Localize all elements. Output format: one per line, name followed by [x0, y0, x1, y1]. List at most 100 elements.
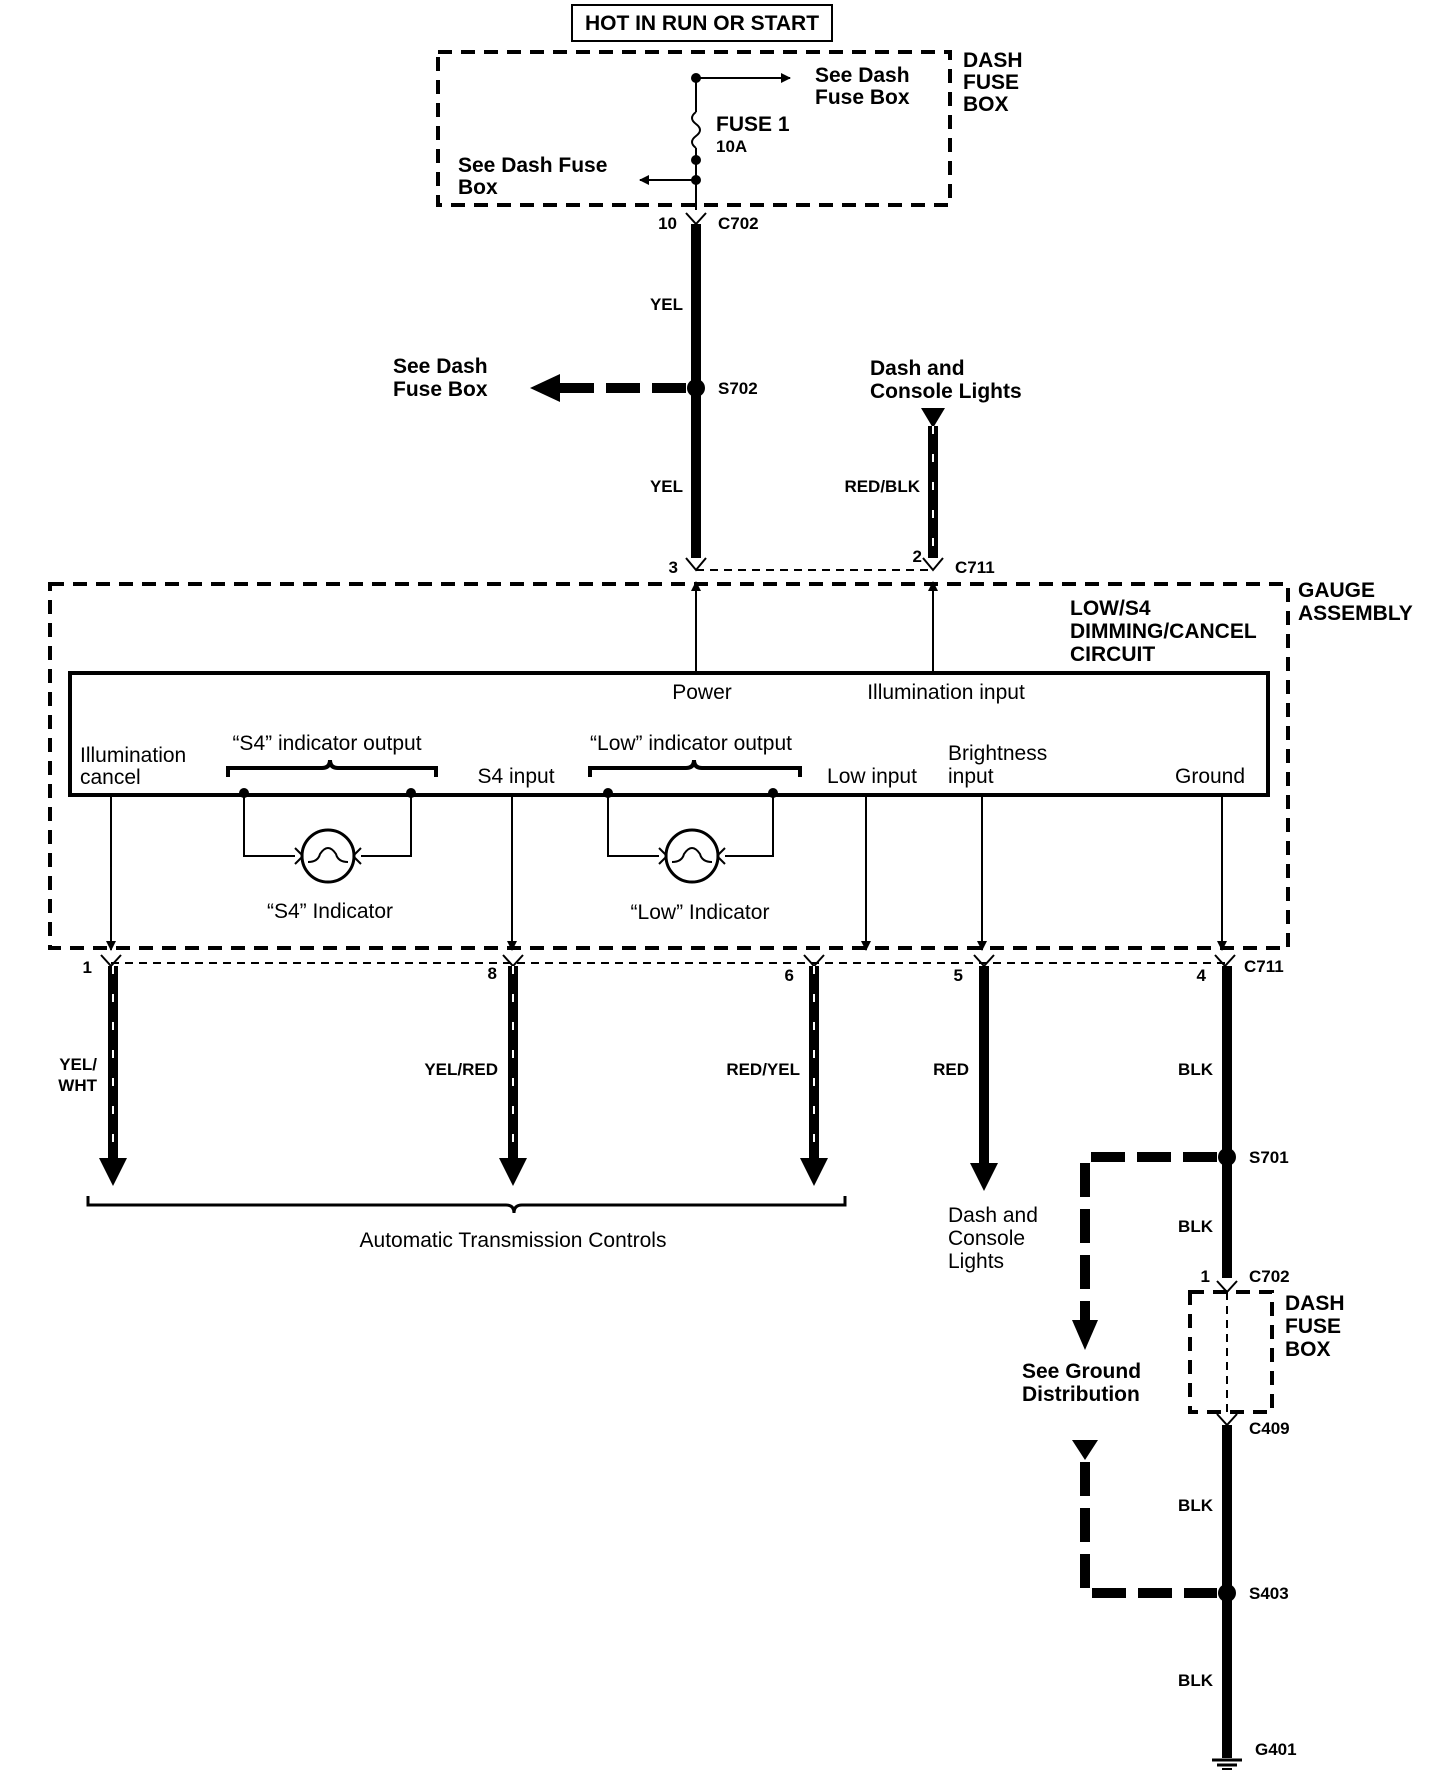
svg-text:cancel: cancel — [80, 766, 141, 789]
fuse-name: FUSE 1 — [716, 113, 790, 136]
dash-fuse-box-label: DASH — [963, 49, 1023, 72]
svg-text:C409: C409 — [1249, 1419, 1290, 1438]
s4-input-wire: YEL/RED — [424, 966, 527, 1186]
svg-text:BLK: BLK — [1178, 1496, 1214, 1515]
ground-wire: BLK S701 BLK 1 C702 DASH FUSE BOX C409 B… — [1178, 966, 1345, 1770]
power-source-header: HOT IN RUN OR START — [571, 4, 833, 42]
svg-text:CIRCUIT: CIRCUIT — [1070, 643, 1155, 666]
svg-text:2: 2 — [913, 547, 922, 566]
svg-text:ASSEMBLY: ASSEMBLY — [1298, 602, 1413, 625]
svg-text:Fuse Box: Fuse Box — [393, 378, 488, 401]
arrow-down-icon — [1072, 1440, 1098, 1460]
s4-indicator-output-label: “S4” indicator output — [232, 732, 421, 755]
svg-text:C702: C702 — [1249, 1267, 1290, 1286]
s4-output-brace — [226, 759, 438, 777]
svg-text:RED/YEL: RED/YEL — [726, 1060, 800, 1079]
svg-text:Lights: Lights — [948, 1250, 1004, 1273]
svg-text:C711: C711 — [955, 558, 995, 577]
arrow-left-icon — [530, 374, 560, 402]
svg-text:C711: C711 — [1244, 957, 1284, 976]
svg-text:WHT: WHT — [58, 1076, 97, 1095]
low-indicator-label: “Low” Indicator — [631, 901, 770, 924]
low-output-brace — [588, 759, 802, 777]
svg-text:Console Lights: Console Lights — [870, 380, 1022, 403]
dimming-cancel-circuit-box — [68, 671, 1270, 797]
s4-indicator-label: “S4” Indicator — [267, 900, 393, 923]
dash-fuse-box-top: DASH FUSE BOX See Dash Fuse Box FUSE 1 1… — [436, 49, 1023, 210]
splice-s701 — [1218, 1148, 1236, 1166]
svg-text:6: 6 — [785, 966, 794, 985]
arrow-down-icon — [99, 1158, 127, 1186]
splice-s702 — [687, 379, 705, 397]
arrow-down-icon — [1072, 1320, 1098, 1350]
fuse-symbol — [691, 111, 701, 149]
see-ground-distribution: See Ground — [1022, 1360, 1141, 1383]
s4-input-label: S4 input — [477, 765, 554, 788]
s4-indicator-lamp-icon — [294, 828, 362, 884]
fuse-rating: 10A — [716, 137, 747, 156]
svg-text:BOX: BOX — [1285, 1338, 1331, 1361]
header-title: HOT IN RUN OR START — [585, 12, 819, 35]
svg-text:5: 5 — [954, 966, 963, 985]
dash-console-lights-top: Dash and — [870, 357, 965, 380]
see-dash-fuse-box-right: See Dash — [815, 64, 910, 87]
illumination-wire: Dash and Console Lights RED/BLK — [844, 357, 1022, 558]
connector-c409 — [1216, 1413, 1238, 1427]
svg-text:YEL: YEL — [650, 477, 683, 496]
svg-text:input: input — [948, 765, 994, 788]
ground-distribution-branches: See Ground Distribution — [1022, 1152, 1217, 1598]
svg-text:Box: Box — [458, 176, 498, 199]
svg-text:Automatic Transmission Contr: Automatic Transmission Controls — [360, 1229, 667, 1252]
connector-c711-top: 3 2 C711 — [669, 547, 995, 577]
connector-c711-bottom: 1 8 6 5 4 C711 — [83, 954, 1284, 985]
svg-text:Console: Console — [948, 1227, 1025, 1250]
connector-c702-top — [685, 212, 707, 226]
gauge-assembly-label: GAUGE — [1298, 579, 1375, 602]
svg-text:10: 10 — [658, 214, 677, 233]
gauge-assembly: GAUGE ASSEMBLY LOW/S4 DIMMING/CANCEL CIR… — [48, 579, 1413, 951]
svg-text:Distribution: Distribution — [1022, 1383, 1140, 1406]
power-wire: 10 C702 YEL S702 YEL — [650, 212, 759, 558]
dash-console-lights-bottom: Dash and — [948, 1204, 1038, 1227]
svg-text:RED/BLK: RED/BLK — [844, 477, 920, 496]
power-terminal-label: Power — [672, 681, 732, 704]
svg-text:3: 3 — [669, 558, 678, 577]
ground-symbol-icon — [1212, 1758, 1242, 1770]
svg-text:BOX: BOX — [963, 93, 1009, 116]
ground-terminal-label: Ground — [1175, 765, 1245, 788]
svg-text:BLK: BLK — [1178, 1217, 1214, 1236]
svg-text:YEL: YEL — [650, 295, 683, 314]
arrow-down-icon — [970, 1163, 998, 1191]
svg-text:YEL/: YEL/ — [59, 1055, 97, 1074]
illumination-cancel-label: Illumination — [80, 744, 186, 767]
svg-text:BLK: BLK — [1178, 1060, 1214, 1079]
svg-text:S702: S702 — [718, 379, 758, 398]
svg-text:RED: RED — [933, 1060, 969, 1079]
svg-text:8: 8 — [488, 964, 497, 983]
svg-text:FUSE: FUSE — [1285, 1315, 1341, 1338]
low-indicator-output-label: “Low” indicator output — [590, 732, 792, 755]
arrow-down-icon — [499, 1158, 527, 1186]
see-dash-fuse-box-branch: See Dash Fuse Box — [393, 355, 686, 402]
svg-text:S701: S701 — [1249, 1148, 1289, 1167]
svg-text:C702: C702 — [718, 214, 759, 233]
svg-text:DIMMING/CANCEL: DIMMING/CANCEL — [1070, 620, 1257, 643]
splice-s403 — [1218, 1584, 1236, 1602]
svg-text:1: 1 — [83, 958, 92, 977]
arrow-down-icon — [921, 408, 945, 428]
brightness-input-label: Brightness — [948, 742, 1047, 765]
illumination-cancel-wire: YEL/ WHT — [58, 966, 127, 1186]
svg-text:YEL/RED: YEL/RED — [424, 1060, 498, 1079]
svg-text:FUSE: FUSE — [963, 71, 1019, 94]
svg-text:DASH: DASH — [1285, 1292, 1345, 1315]
svg-text:Fuse Box: Fuse Box — [815, 86, 910, 109]
dash-fuse-box-bottom — [1188, 1290, 1274, 1414]
svg-text:See Dash: See Dash — [393, 355, 488, 378]
arrow-down-icon — [800, 1158, 828, 1186]
svg-text:S403: S403 — [1249, 1584, 1289, 1603]
svg-text:4: 4 — [1197, 966, 1207, 985]
svg-text:G401: G401 — [1255, 1740, 1297, 1759]
brightness-wire: RED Dash and Console Lights — [933, 966, 1038, 1273]
low-input-wire: RED/YEL — [726, 966, 828, 1186]
